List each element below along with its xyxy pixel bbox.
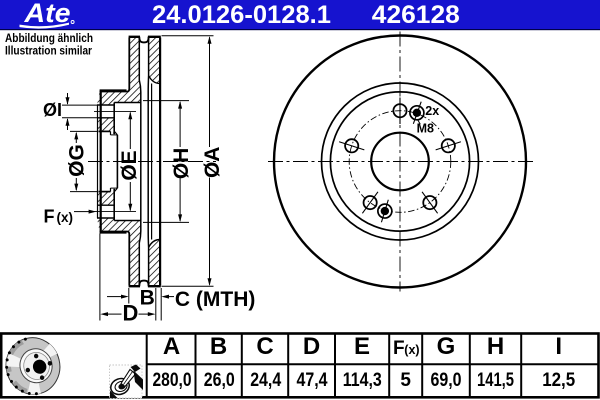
svg-text:C (MTH): C (MTH) <box>175 288 256 311</box>
svg-text:(x): (x) <box>404 343 419 357</box>
svg-text:5: 5 <box>400 370 411 391</box>
svg-text:114,3: 114,3 <box>343 370 382 391</box>
svg-text:M8: M8 <box>417 121 434 135</box>
svg-text:H: H <box>487 333 504 360</box>
svg-text:F: F <box>44 207 55 227</box>
svg-text:69,0: 69,0 <box>431 370 462 391</box>
svg-text:12,5: 12,5 <box>542 370 575 391</box>
svg-text:24,4: 24,4 <box>250 370 281 391</box>
svg-text:ØI: ØI <box>43 100 62 120</box>
svg-text:D: D <box>303 333 320 360</box>
svg-text:ØH: ØH <box>170 148 193 180</box>
svg-text:A: A <box>163 333 180 360</box>
svg-text:ØG: ØG <box>66 144 89 177</box>
svg-text:ØA: ØA <box>201 147 224 179</box>
svg-text:280,0: 280,0 <box>153 370 192 391</box>
svg-text:F: F <box>393 338 405 359</box>
svg-text:(x): (x) <box>57 210 74 225</box>
svg-text:47,4: 47,4 <box>297 370 328 391</box>
svg-text:141,5: 141,5 <box>477 370 514 391</box>
svg-text:I: I <box>555 333 562 360</box>
svg-text:G: G <box>437 333 456 360</box>
svg-text:Ate: Ate <box>23 0 70 28</box>
svg-text:Abbildung ähnlich: Abbildung ähnlich <box>5 33 93 45</box>
svg-text:Illustration similar: Illustration similar <box>5 45 92 57</box>
svg-text:426128: 426128 <box>372 1 460 29</box>
svg-text:2x: 2x <box>425 104 439 118</box>
svg-text:B: B <box>140 287 155 310</box>
svg-text:D: D <box>123 301 139 326</box>
svg-text:26,0: 26,0 <box>204 370 235 391</box>
svg-text:E: E <box>354 333 370 360</box>
svg-text:C: C <box>256 333 273 360</box>
svg-text:B: B <box>210 333 227 360</box>
svg-text:24.0126-0128.1: 24.0126-0128.1 <box>152 1 331 29</box>
svg-text:ØE: ØE <box>118 150 141 180</box>
